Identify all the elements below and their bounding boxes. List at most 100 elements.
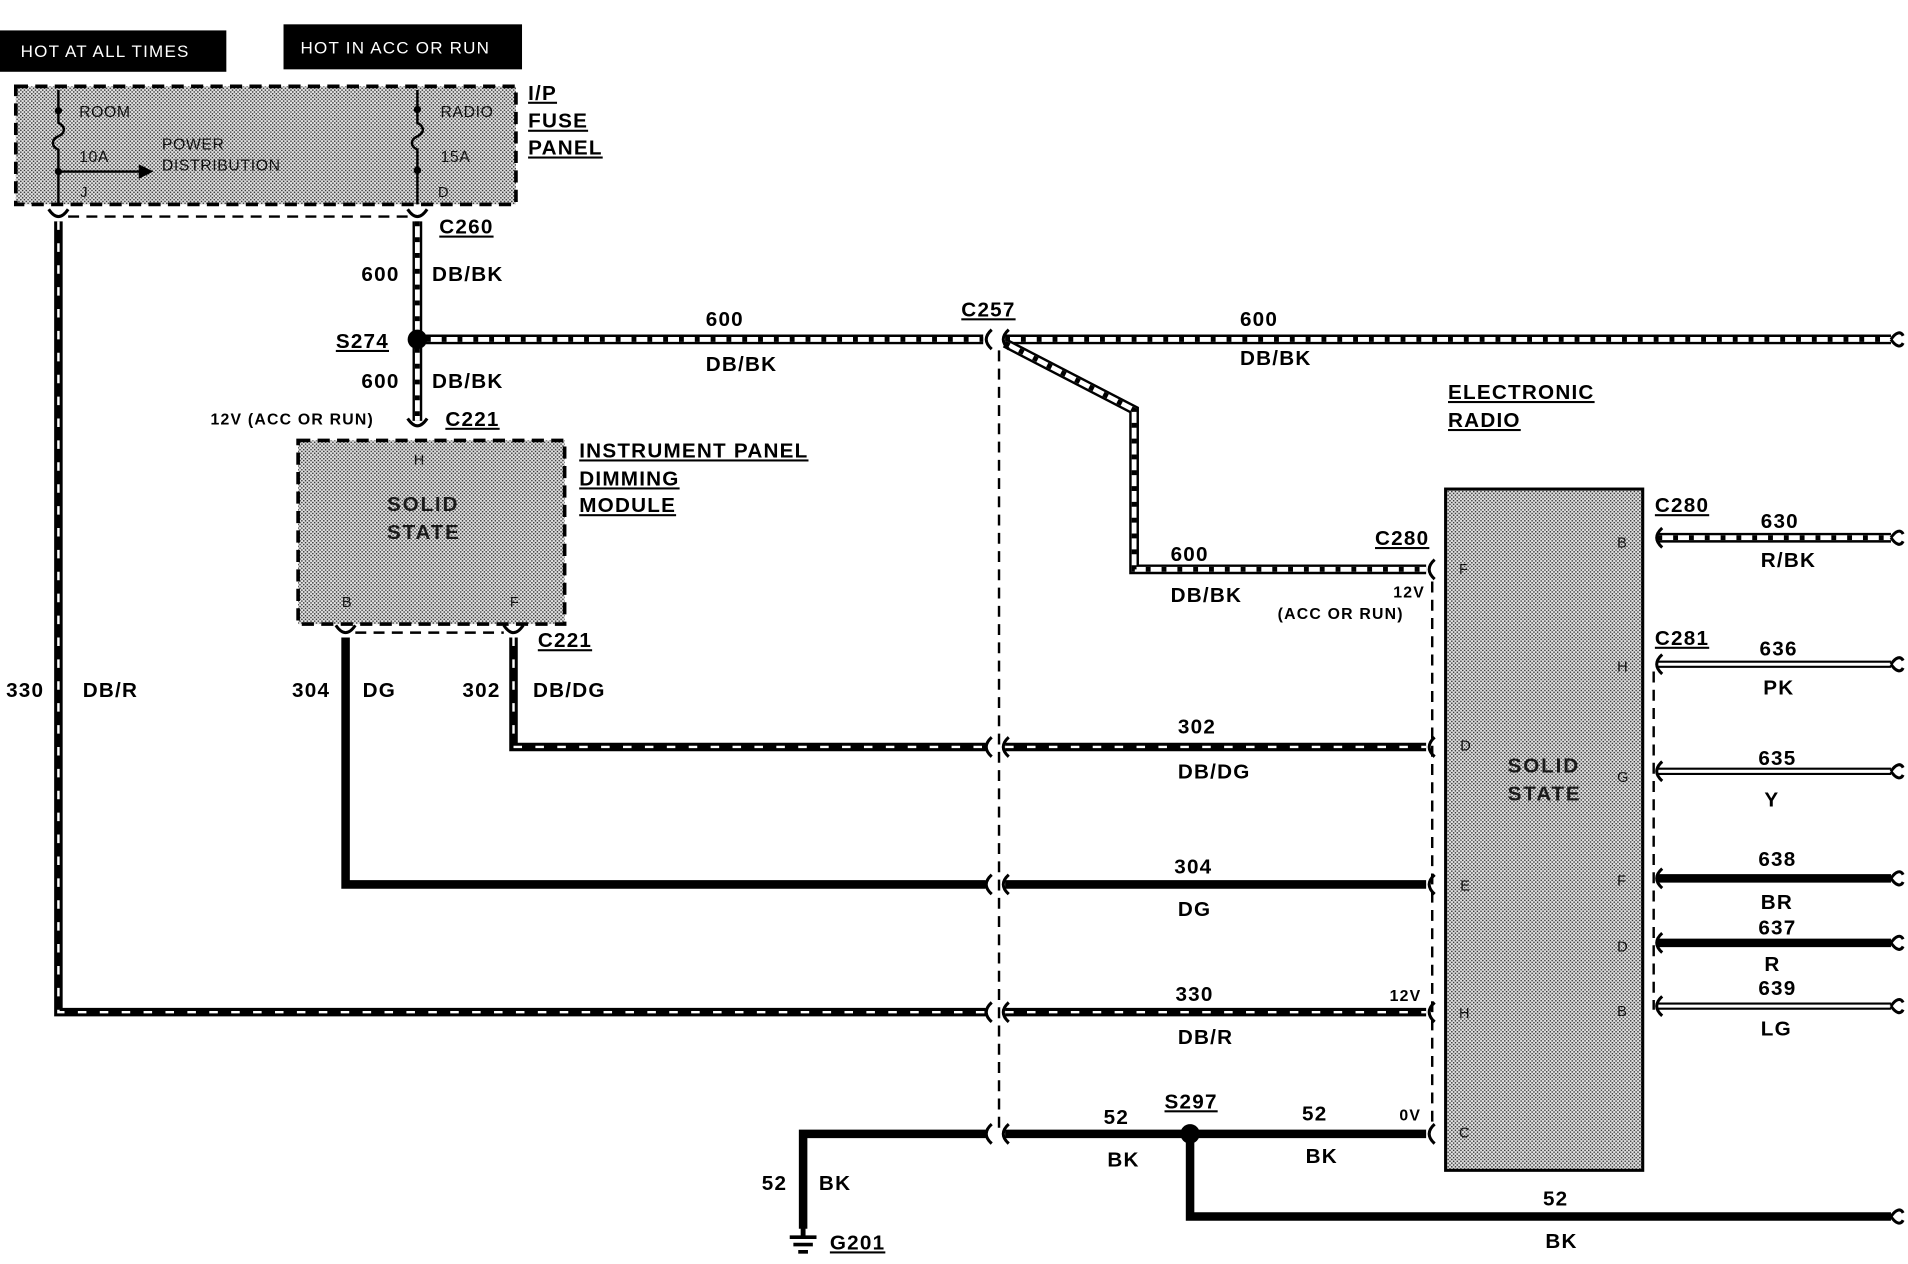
wire-circuit-label: 330	[1175, 983, 1213, 1006]
connector-c280-label: C280	[1375, 527, 1429, 550]
vertical-terminal-icon	[406, 208, 429, 219]
wire-continuation-icon	[1889, 934, 1905, 951]
wire-304-dg: 304 DG	[292, 637, 986, 889]
fuse-panel-title: PANEL	[528, 137, 603, 160]
radio-title: RADIO	[1448, 409, 1521, 432]
wire-600-db-bk: 600 DB/BK	[425, 308, 984, 376]
wire-path-inner	[1003, 340, 1427, 572]
dimming-module-title: INSTRUMENT PANEL	[579, 439, 808, 462]
splice-dot-icon	[1180, 1124, 1200, 1144]
fuse-panel-title: FUSE	[528, 110, 588, 133]
wire-color-label: DB/BK	[706, 353, 778, 376]
wire-circuit-label: 600	[1240, 308, 1278, 331]
dimming-module-box	[296, 438, 567, 626]
wire-circuit-label: 302	[462, 679, 500, 702]
wire-600-db-bk: 600 DB/BK	[361, 221, 504, 334]
wire-color-label: DB/BK	[1171, 584, 1243, 607]
junction-dot-icon	[413, 166, 422, 174]
junction-dot-icon	[413, 105, 422, 114]
wire-304-dg: 304 DG	[1005, 855, 1427, 921]
voltage-label: 12V (ACC OR RUN)	[211, 412, 374, 429]
wire-600-db-bk: 600 DB/BK	[361, 347, 502, 421]
wire-color-label: BR	[1761, 891, 1793, 914]
radio-terminal-icon	[1655, 653, 1664, 676]
room-fuse-name: ROOM	[79, 104, 131, 121]
wire-continuation-icon	[1889, 870, 1905, 887]
wire-circuit-label: 600	[1171, 543, 1209, 566]
voltage-note: (ACC OR RUN)	[1278, 606, 1404, 623]
radio-pin-right: F	[1617, 874, 1626, 890]
wire-color-label: LG	[1761, 1017, 1792, 1040]
wire-color-label: DB/BK	[1240, 347, 1312, 370]
wire-circuit-label: 52	[1543, 1188, 1568, 1211]
splice-s274-label: S274	[336, 330, 389, 353]
radio-terminal-icon	[1427, 1122, 1436, 1145]
tag-label: HOT AT ALL TIMES	[21, 42, 190, 61]
electronic-radio: ELECTRONIC RADIO F D E H C SOLID STATE B…	[1444, 381, 1645, 1172]
hot-in-acc-or-run-tag: HOT IN ACC OR RUN	[283, 24, 523, 70]
junction-dot-icon	[54, 107, 63, 115]
wire-color-label: R/BK	[1761, 549, 1816, 572]
voltage-label: 12V	[1390, 988, 1422, 1005]
c257-terminal-icon	[984, 1122, 993, 1145]
wire-circuit-label: 52	[762, 1172, 787, 1195]
wire-52-bk: 52 BK	[1005, 1106, 1191, 1172]
wire-330-db-r: 330 DB/R	[1005, 983, 1427, 1049]
wire-600-db-bk: 600 DB/BK	[1002, 338, 1427, 607]
wire-color-label: DG	[1178, 898, 1211, 921]
wire-637-r: 637 R	[1657, 916, 1891, 976]
wire-color-label: BK	[1306, 1145, 1338, 1168]
connector-c257-label: C257	[961, 298, 1015, 321]
wire-color-label: DB/DG	[533, 679, 606, 702]
voltage-label: 12V	[1393, 584, 1425, 601]
wire-636-pk: 636 PK	[1657, 638, 1891, 700]
fuse-panel-title: I/P	[528, 82, 557, 105]
c257-terminal-icon	[984, 736, 993, 758]
radio-fuse-name: RADIO	[440, 104, 493, 121]
vertical-terminal-icon	[502, 624, 525, 635]
wire-52-bk: 52 BK	[1185, 1133, 1891, 1253]
wire-path	[798, 1129, 986, 1229]
radio-pin-left: D	[1460, 739, 1471, 755]
wire-color-label: DB/BK	[432, 263, 504, 286]
wire-color-label: Y	[1764, 789, 1779, 812]
module-pin-b: B	[342, 595, 352, 611]
wire-continuation-icon	[1889, 529, 1905, 546]
wire-639-lg: 639 LG	[1657, 977, 1891, 1040]
wire-color-label: BK	[1545, 1230, 1577, 1253]
voltage-label: 0V	[1399, 1107, 1421, 1124]
wire-630-r-bk: 630 R/BK	[1657, 510, 1891, 572]
wire-continuation-icon	[1889, 331, 1905, 348]
wire-circuit-label: 302	[1178, 716, 1216, 739]
wire-color-label: PK	[1763, 677, 1794, 700]
tag-label: HOT IN ACC OR RUN	[301, 39, 491, 58]
radio-fuse-rating: 15A	[440, 149, 470, 166]
wire-circuit-label: 600	[706, 308, 744, 331]
power-distribution-label: DISTRIBUTION	[162, 157, 281, 174]
radio-pin-left: F	[1459, 562, 1468, 578]
room-fuse-rating: 10A	[79, 149, 109, 166]
radio-terminal-icon	[1427, 1001, 1436, 1024]
wire-52-bk: 52 BK	[1190, 1102, 1427, 1168]
wire-600-db-bk: 600 DB/BK	[1005, 308, 1891, 370]
fuse-panel-box	[13, 84, 518, 207]
tag-background	[283, 24, 523, 70]
room-fuse-pin: J	[80, 185, 87, 201]
wire-circuit-label: 635	[1758, 747, 1796, 770]
radio-pin-left: H	[1459, 1006, 1470, 1022]
splice-dot-icon	[407, 329, 428, 350]
tag-background	[0, 30, 227, 72]
wire-path	[341, 637, 986, 889]
module-pin-f: F	[510, 595, 519, 611]
wire-330-db-r: 330 DB/R	[6, 221, 986, 1017]
power-distribution-label: POWER	[162, 137, 225, 154]
connector-terminals	[47, 208, 1905, 1225]
radio-terminal-icon	[1655, 760, 1664, 783]
c257-terminal-icon	[1001, 328, 1010, 351]
connector-c281-label: C281	[1655, 627, 1709, 650]
wire-color-label: R	[1764, 953, 1780, 976]
radio-pin-right: B	[1617, 1004, 1627, 1020]
radio-terminal-icon	[1427, 736, 1436, 758]
radio-terminal-icon	[1655, 931, 1664, 954]
